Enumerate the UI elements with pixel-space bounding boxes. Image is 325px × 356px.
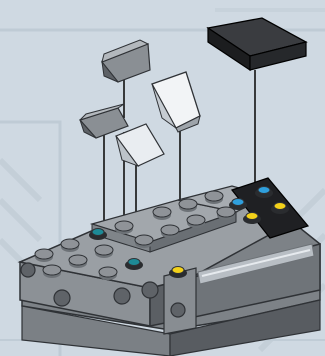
stud-gray bbox=[43, 265, 61, 275]
stud-gray bbox=[135, 235, 153, 245]
stud-gray bbox=[179, 199, 197, 209]
stud-blue bbox=[232, 199, 244, 206]
stud-gray bbox=[35, 249, 53, 259]
stud-gray bbox=[61, 239, 79, 249]
stud-gray bbox=[205, 191, 223, 201]
stud-yellow bbox=[172, 267, 184, 274]
stud-yellow bbox=[246, 213, 258, 220]
stud-teal bbox=[128, 259, 140, 266]
stud-gray bbox=[161, 225, 179, 235]
stud-teal bbox=[92, 229, 104, 236]
stud-yellow bbox=[274, 203, 286, 210]
stud-gray bbox=[95, 245, 113, 255]
stud-gray bbox=[153, 207, 171, 217]
stud-blue bbox=[258, 187, 270, 194]
stud-gray bbox=[99, 267, 117, 277]
stud-gray bbox=[69, 255, 87, 265]
stud-gray bbox=[187, 215, 205, 225]
stud-gray bbox=[115, 221, 133, 231]
